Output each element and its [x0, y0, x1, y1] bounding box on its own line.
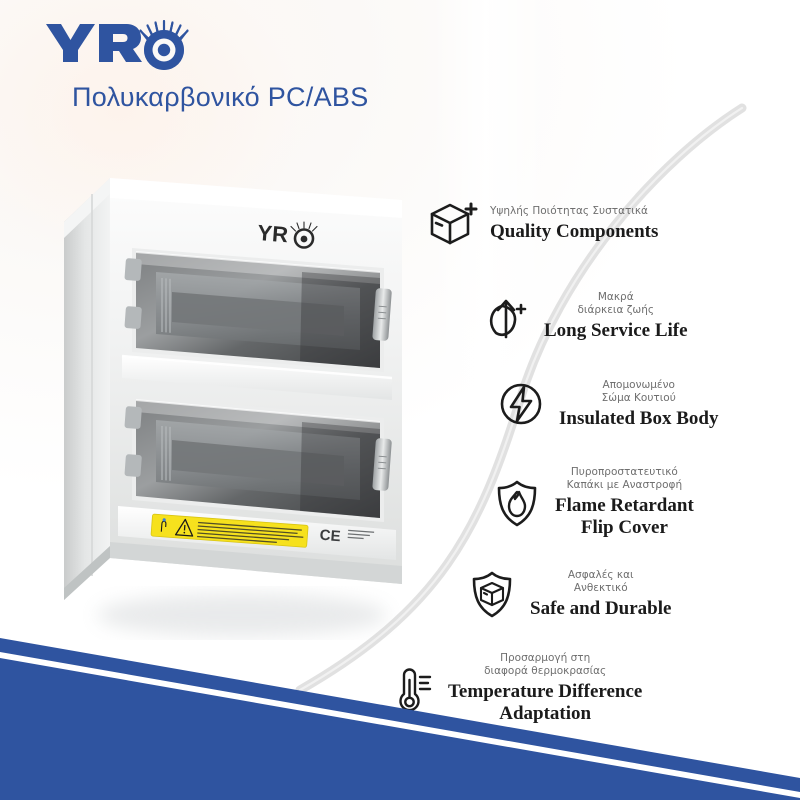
svg-text:YR: YR	[257, 220, 289, 247]
certification-marks: CE	[319, 527, 375, 545]
leaf-arrow-icon	[489, 299, 527, 339]
feature-long-service-life: Μακρά διάρκεια ζωής Long Service Life	[478, 288, 688, 344]
feature-title: Long Service Life	[544, 319, 688, 341]
shield-cube-icon	[472, 571, 512, 618]
page-title: Πολυκαρβονικό PC/ABS	[72, 82, 369, 112]
box-plus-icon	[430, 202, 478, 245]
feature-temperature-difference-adaptation: Προσαρμογή στη διαφορά θερμοκρασίας Temp…	[382, 652, 642, 725]
door-hinge	[124, 258, 142, 329]
feature-title: Insulated Box Body	[559, 407, 719, 429]
lightning-circle-icon	[500, 383, 542, 425]
feature-flame-retardant-flip-cover: Πυροπροστατευτικό Καπάκι με Αναστροφή Fl…	[489, 466, 694, 539]
warning-label	[150, 513, 309, 548]
door-latch	[372, 438, 392, 491]
brand-logo	[46, 19, 189, 70]
door-hinge	[124, 406, 142, 477]
feature-title: Safe and Durable	[530, 597, 672, 619]
decorative-bottom-bands	[0, 638, 800, 800]
svg-text:CE: CE	[319, 527, 341, 545]
feature-subtitle: Προσαρμογή στη διαφορά θερμοκρασίας	[484, 652, 607, 677]
product-image: YR	[64, 178, 402, 637]
feature-title: Temperature Difference Adaptation	[448, 681, 643, 724]
flame-shield-icon	[497, 480, 537, 526]
feature-quality-components: Υψηλής Ποιότητας Συστατικά Quality Compo…	[424, 196, 658, 252]
product-door-lower	[124, 396, 392, 522]
feature-subtitle: Απομονωμένο Σώμα Κουτιού	[601, 378, 676, 404]
background-vertical-sheen	[432, 0, 552, 800]
product-door-upper	[124, 248, 392, 372]
feature-title: Flame Retardant Flip Cover	[555, 495, 694, 538]
feature-title: Quality Components	[490, 221, 659, 242]
feature-insulated-box-body: Απομονωμένο Σώμα Κουτιού Insulated Box B…	[493, 376, 718, 432]
feature-subtitle: Ασφαλές και Ανθεκτικό	[567, 568, 634, 594]
feature-subtitle: Πυροπροστατευτικό Καπάκι με Αναστροφή	[566, 466, 683, 491]
feature-safe-and-durable: Ασφαλές και Ανθεκτικό Safe and Durable	[464, 566, 671, 622]
feature-subtitle: Μακρά διάρκεια ζωής	[577, 290, 655, 316]
feature-subtitle: Υψηλής Ποιότητας Συστατικά	[490, 205, 648, 217]
product-brand-mark: YR	[257, 220, 318, 249]
product-center-rail	[122, 356, 392, 400]
door-latch	[372, 288, 392, 341]
thermometer-icon	[399, 667, 432, 711]
